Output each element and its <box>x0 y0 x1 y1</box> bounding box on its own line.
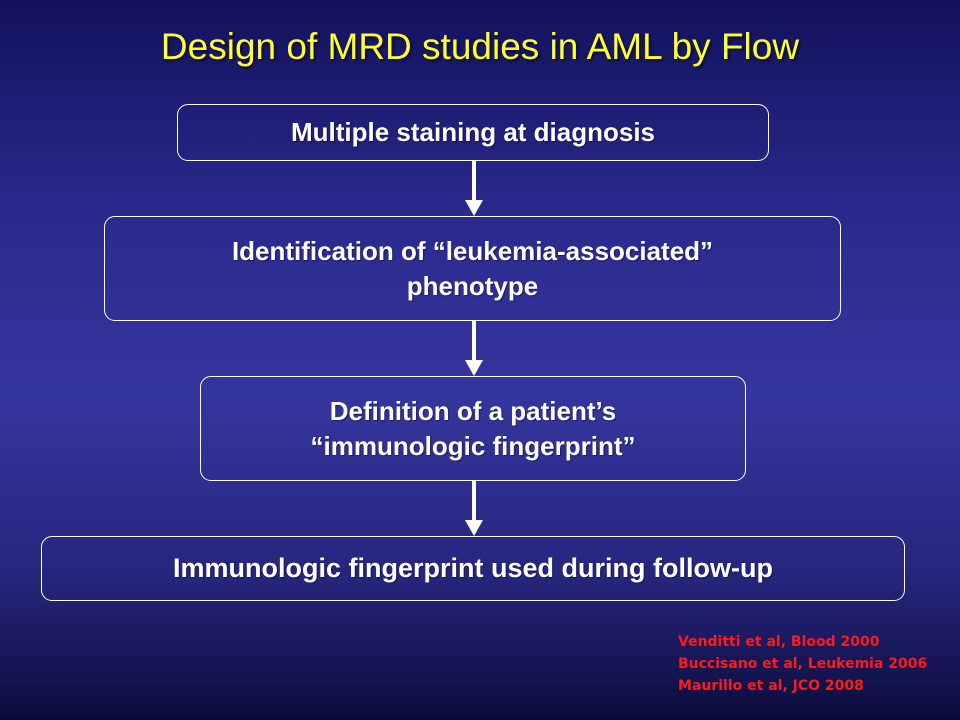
reference-item: Maurillo et al, JCO 2008 <box>678 678 864 694</box>
slide-title: Design of MRD studies in AML by Flow <box>160 26 800 67</box>
flow-step-multiple-staining: Multiple staining at diagnosis <box>177 104 769 161</box>
flow-step-text: Identification of “leukemia-associated” <box>231 235 714 266</box>
flow-step-text: Immunologic fingerprint used during foll… <box>173 553 773 583</box>
references: Venditti et al, Blood 2000 Buccisano et … <box>678 631 927 697</box>
reference-item: Venditti et al, Blood 2000 <box>678 634 880 650</box>
reference-item: Buccisano et al, Leukemia 2006 <box>678 656 928 672</box>
down-arrow-icon <box>465 481 483 536</box>
flow-step-text: Multiple staining at diagnosis <box>290 117 656 147</box>
flow-step-text: “immunologic fingerprint” <box>310 430 636 461</box>
down-arrow-icon <box>465 161 483 216</box>
flow-step-text: Definition of a patient’s <box>329 395 617 426</box>
flow-step-identification: Identification of “leukemia-associated” … <box>104 216 841 321</box>
flow-step-text: phenotype <box>406 270 539 301</box>
down-arrow-icon <box>465 321 483 376</box>
flow-step-follow-up: Immunologic fingerprint used during foll… <box>41 536 905 601</box>
flow-step-definition: Definition of a patient’s “immunologic f… <box>200 376 746 481</box>
